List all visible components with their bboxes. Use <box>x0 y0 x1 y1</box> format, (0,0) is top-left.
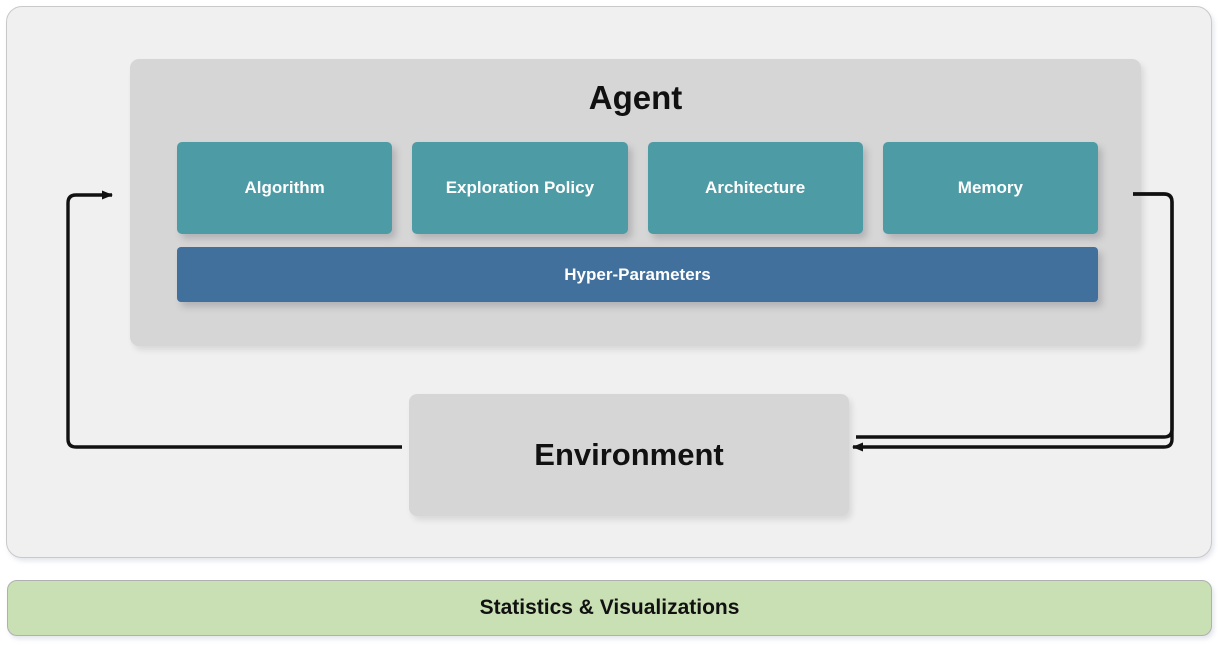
component-label: Exploration Policy <box>445 178 595 197</box>
statistics-visualizations-bar[interactable]: Statistics & Visualizations <box>7 580 1212 636</box>
environment-panel[interactable]: Environment <box>409 394 849 516</box>
agent-title: Agent <box>588 79 683 116</box>
component-label: Algorithm <box>244 178 325 197</box>
agent-component-algorithm[interactable]: Algorithm <box>177 142 393 234</box>
agent-component-memory[interactable]: Memory <box>882 142 1098 234</box>
hyper-parameters-bar[interactable]: Hyper-Parameters <box>177 247 1098 302</box>
agent-component-row: Algorithm Exploration Policy Architectur… <box>177 142 1098 234</box>
agent-panel[interactable]: Agent Algorithm Exploration Policy Archi… <box>130 59 1141 346</box>
component-label: Architecture <box>705 178 806 197</box>
framework-panel: Agent Algorithm Exploration Policy Archi… <box>6 6 1212 558</box>
component-label: Memory <box>957 178 1023 197</box>
agent-component-exploration-policy[interactable]: Exploration Policy <box>412 142 628 234</box>
environment-title: Environment <box>534 437 724 472</box>
hyper-parameters-label: Hyper-Parameters <box>564 264 711 284</box>
agent-component-architecture[interactable]: Architecture <box>647 142 863 234</box>
statistics-visualizations-label: Statistics & Visualizations <box>479 596 740 619</box>
